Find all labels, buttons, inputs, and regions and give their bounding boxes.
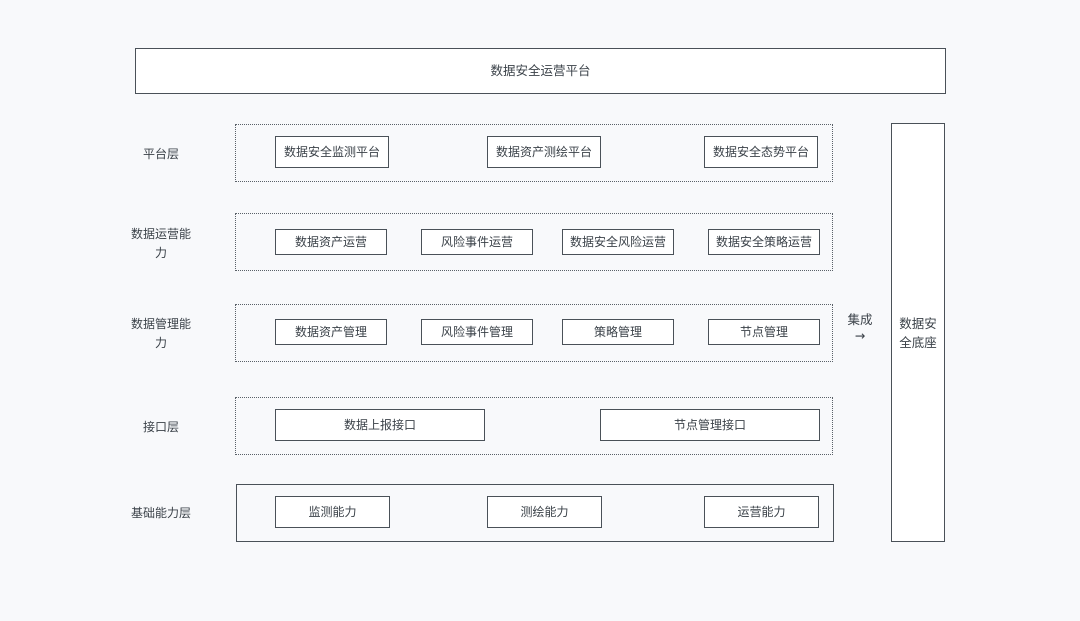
- integrate-connector: 集成 →: [838, 312, 882, 348]
- layer-frame-data-operation: [235, 213, 833, 271]
- layer-label-data-operation: 数据运营能 力: [130, 227, 191, 260]
- item-risk-event-management: 风险事件管理: [421, 319, 533, 345]
- security-base-line-2: 全底座: [899, 334, 937, 350]
- item-security-risk-operation: 数据安全风险运营: [562, 229, 674, 255]
- item-policy-management: 策略管理: [562, 319, 674, 345]
- item-node-management-interface: 节点管理接口: [600, 409, 820, 441]
- item-security-policy-operation: 数据安全策略运营: [708, 229, 820, 255]
- item-asset-mapping-platform: 数据资产测绘平台: [487, 136, 601, 168]
- layer-label-interface: 接口层: [142, 419, 179, 434]
- platform-title-box: 数据安全运营平台: [135, 48, 946, 94]
- item-asset-management: 数据资产管理: [275, 319, 387, 345]
- security-base-line-1: 数据安: [899, 315, 937, 331]
- item-security-posture-platform: 数据安全态势平台: [704, 136, 818, 168]
- layer-frame-data-management: [235, 304, 833, 362]
- layer-label-platform: 平台层: [142, 146, 179, 161]
- item-mapping-capability: 测绘能力: [487, 496, 602, 528]
- layer-frame-interface: [235, 397, 833, 455]
- security-base-box: 数据安 全底座: [891, 123, 945, 542]
- integrate-label: 集成: [847, 312, 873, 327]
- integrate-arrow-icon: →: [854, 328, 866, 343]
- item-operation-capability: 运营能力: [704, 496, 819, 528]
- layer-label-foundation: 基础能力层: [130, 505, 191, 520]
- layer-frame-platform: [235, 124, 833, 182]
- item-security-monitoring-platform: 数据安全监测平台: [275, 136, 389, 168]
- item-data-report-interface: 数据上报接口: [275, 409, 485, 441]
- layer-label-data-management: 数据管理能 力: [130, 317, 191, 350]
- item-risk-event-operation: 风险事件运营: [421, 229, 533, 255]
- item-node-management: 节点管理: [708, 319, 820, 345]
- platform-title: 数据安全运营平台: [490, 63, 591, 78]
- item-asset-operation: 数据资产运营: [275, 229, 387, 255]
- item-monitoring-capability: 监测能力: [275, 496, 390, 528]
- layer-frame-foundation: [236, 484, 834, 542]
